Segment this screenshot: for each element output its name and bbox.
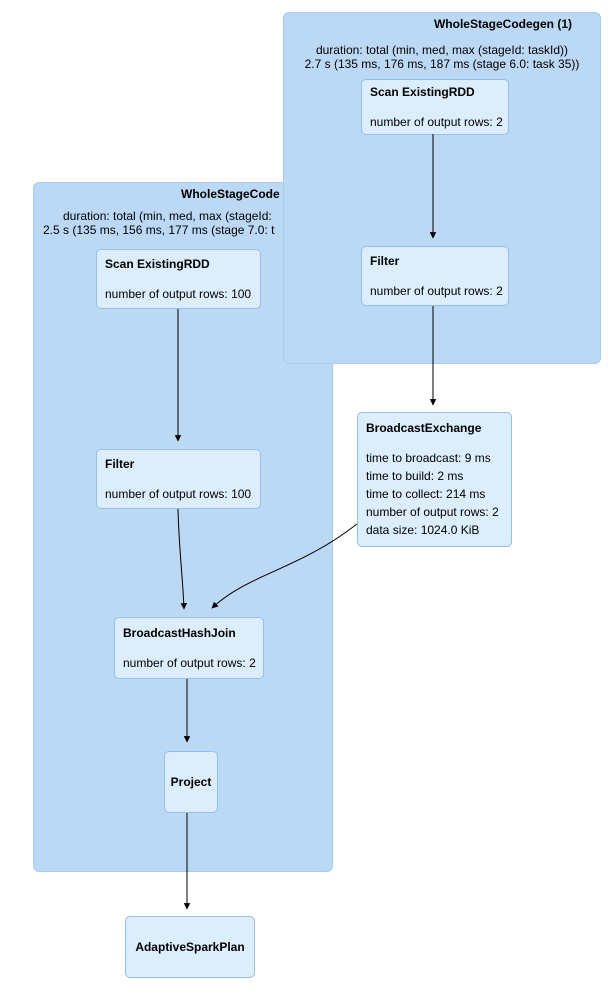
cluster-title: WholeStageCodegen (1) (433, 17, 572, 31)
node-metric-output-rows: number of output rows: 2 (366, 505, 499, 519)
duration-value: 2.7 s (135 ms, 176 ms, 187 ms (stage 6.0… (304, 57, 580, 71)
node-title: Filter (105, 456, 135, 471)
node-title: Filter (370, 253, 400, 268)
node-filter-1: Filter number of output rows: 2 (361, 246, 509, 306)
node-title: Project (170, 775, 212, 789)
node-metric-output-rows: number of output rows: 100 (105, 486, 252, 501)
node-project: Project (164, 751, 218, 813)
duration-label: duration: total (min, med, max (stageId:… (315, 43, 569, 57)
cluster-wholestagecodegen-1: WholeStageCodegen (1) duration: total (m… (283, 12, 601, 364)
node-title: BroadcastHashJoin (123, 625, 236, 640)
node-metric-data-size: data size: 1024.0 KiB (366, 523, 480, 537)
node-metric-output-rows: number of output rows: 2 (370, 283, 503, 298)
node-metric-output-rows: number of output rows: 100 (105, 286, 252, 301)
node-metric-time-to-build: time to build: 2 ms (366, 469, 464, 483)
node-broadcasthashjoin: BroadcastHashJoin number of output rows:… (114, 617, 264, 679)
node-scan-existingrdd-1: Scan ExistingRDD number of output rows: … (361, 79, 509, 135)
node-metric-time-to-collect: time to collect: 214 ms (366, 487, 486, 501)
node-broadcastexchange: BroadcastExchange time to broadcast: 9 m… (357, 412, 512, 547)
node-title: Scan ExistingRDD (105, 256, 210, 271)
node-scan-existingrdd-2: Scan ExistingRDD number of output rows: … (96, 249, 261, 309)
node-title: BroadcastExchange (366, 421, 482, 435)
node-title: AdaptiveSparkPlan (135, 940, 245, 954)
node-metric-time-to-broadcast: time to broadcast: 9 ms (366, 451, 491, 465)
duration-value: 2.5 s (135 ms, 156 ms, 177 ms (stage 7.0… (43, 223, 275, 237)
node-metric-output-rows: number of output rows: 2 (123, 655, 256, 670)
node-filter-2: Filter number of output rows: 100 (96, 449, 261, 509)
node-title: Scan ExistingRDD (370, 84, 475, 99)
node-metric-output-rows: number of output rows: 2 (370, 114, 503, 129)
node-adaptivesparkplan: AdaptiveSparkPlan (125, 916, 255, 978)
cluster-title: WholeStageCode (181, 187, 280, 201)
duration-label: duration: total (min, med, max (stageId: (63, 209, 272, 223)
